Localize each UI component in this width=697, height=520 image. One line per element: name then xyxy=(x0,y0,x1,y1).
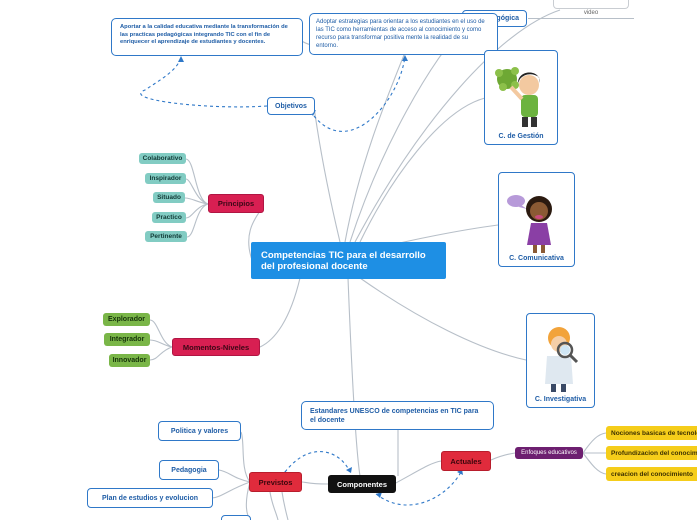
link-previstos-componentes xyxy=(284,451,351,473)
gestion-illustration-icon xyxy=(495,67,541,127)
momentos-niveles-node[interactable]: Momentos-Niveles xyxy=(172,338,260,356)
nivel-explorador[interactable]: Explorador xyxy=(103,313,150,326)
investigativa-card[interactable]: C. Investigativa xyxy=(526,313,595,408)
aportar-text-node[interactable]: Aportar a la calidad educativa mediante … xyxy=(111,18,303,56)
previstos-cut-off-node[interactable] xyxy=(221,515,251,520)
principio-colaborativo[interactable]: Colaborativo xyxy=(139,153,186,164)
plan-estudios-node[interactable]: Plan de estudios y evolucion xyxy=(87,488,213,508)
comunicativa-illustration-icon xyxy=(507,195,552,253)
objetivos-node[interactable]: Objetivos xyxy=(267,97,315,115)
central-topic[interactable]: Competencias TIC para el desarrollo del … xyxy=(251,242,446,279)
nivel-innovador[interactable]: Innovador xyxy=(109,354,150,367)
principio-pertinente[interactable]: Pertinente xyxy=(145,231,187,242)
previstos-node[interactable]: Previstos xyxy=(249,472,302,492)
video-node[interactable] xyxy=(553,0,629,9)
link-central-objetivos xyxy=(313,106,341,243)
comunicativa-card[interactable]: C. Comunicativa xyxy=(498,172,575,267)
adoptar-text-node[interactable]: Adoptar estrategias para orientar a los … xyxy=(309,13,498,55)
nivel-integrador[interactable]: Integrador xyxy=(104,333,150,346)
link-objetivos-adoptar xyxy=(313,55,406,132)
investigativa-illustration-icon xyxy=(545,327,579,392)
video-underline xyxy=(528,18,634,19)
principio-inspirador[interactable]: Inspirador xyxy=(145,173,186,184)
enfoques-educativos-node[interactable]: Enfoques educativos xyxy=(515,447,583,459)
link-central-investigativa xyxy=(359,277,527,361)
principio-practico[interactable]: Practico xyxy=(152,212,186,223)
politica-valores-node[interactable]: Politica y valores xyxy=(158,421,241,441)
link-componentes-actuales xyxy=(375,469,463,506)
pedagogia-node[interactable]: Pedagogia xyxy=(159,460,219,480)
link-central-componentes xyxy=(347,277,361,477)
link-central-adoptar xyxy=(344,39,411,243)
enfoque-profundizacion[interactable]: Profundizacion del conocimiento xyxy=(606,446,697,460)
estandares-unesco-node[interactable]: Estandares UNESCO de competencias en TIC… xyxy=(301,401,494,430)
investigativa-card-label: C. Investigativa xyxy=(534,396,587,403)
gestion-card-label: C. de Gestión xyxy=(498,133,544,140)
video-label: video xyxy=(583,10,599,16)
actuales-node[interactable]: Actuales xyxy=(441,451,491,471)
link-central-gestion xyxy=(359,97,486,243)
link-objetivos-aportar xyxy=(140,56,268,108)
principios-node[interactable]: Principios xyxy=(208,194,264,213)
link-central-momentos xyxy=(259,277,301,348)
enfoque-nociones-basicas[interactable]: Nociones basicas de tecnologia xyxy=(606,426,697,440)
componentes-node[interactable]: Componentes xyxy=(328,475,396,493)
principio-situado[interactable]: Situado xyxy=(153,192,185,203)
comunicativa-card-label: C. Comunicativa xyxy=(509,255,564,262)
link-central-video xyxy=(354,9,561,243)
gestion-card[interactable]: C. de Gestión xyxy=(484,50,558,145)
enfoque-creacion[interactable]: creacion del conocimiento xyxy=(606,467,697,481)
